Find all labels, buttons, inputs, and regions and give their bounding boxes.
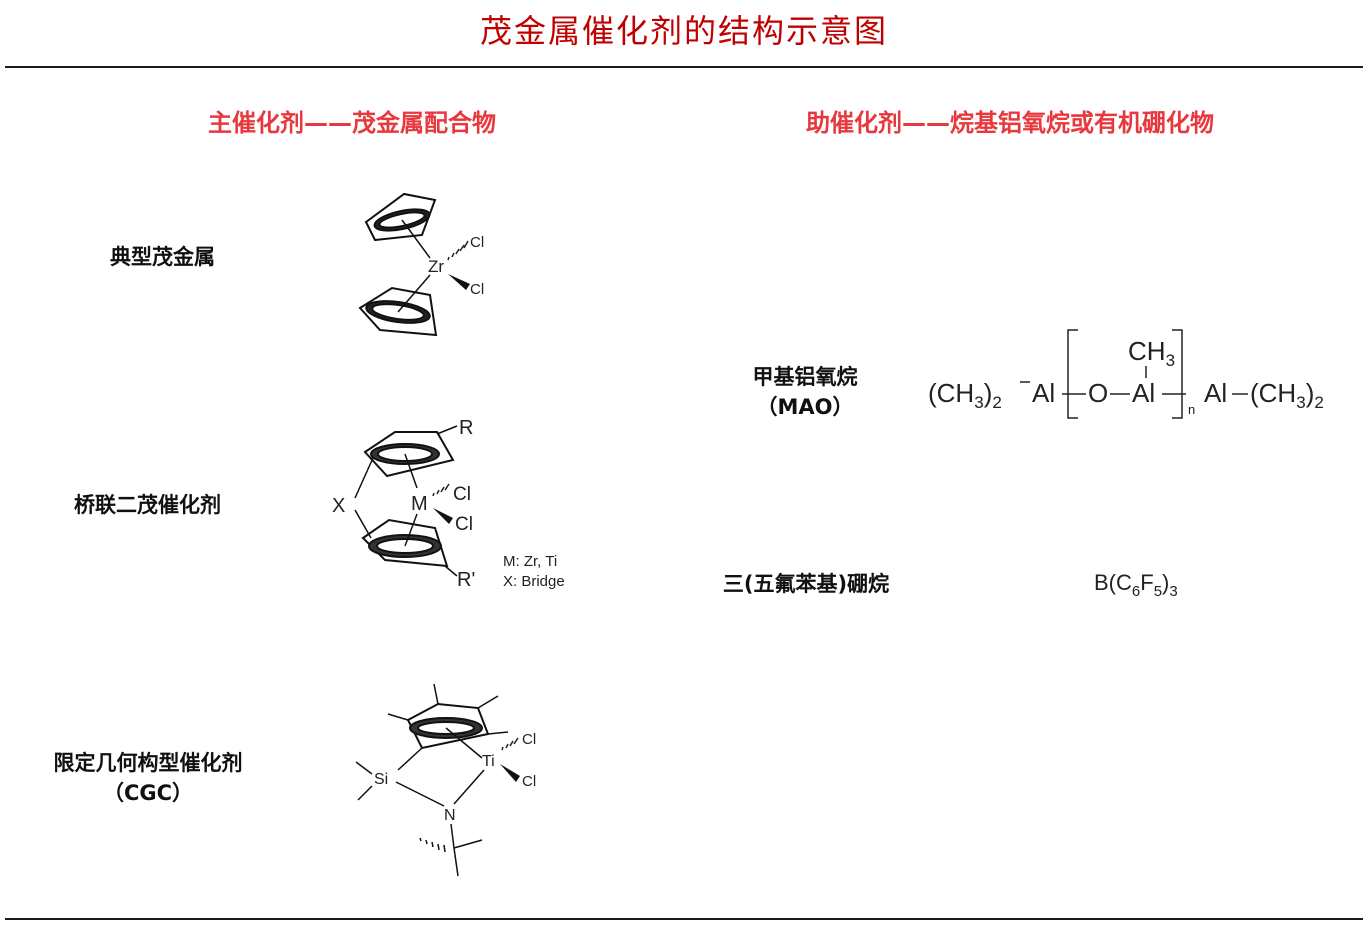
cgc-label: 限定几何构型催化剂 （CGC）: [36, 748, 260, 808]
cl-atom-upper: Cl: [453, 484, 471, 505]
mao-left-group: (CH3)2: [928, 378, 1002, 412]
mao-al-left: Al: [1032, 378, 1055, 408]
cl-atom-lower: Cl: [470, 281, 484, 298]
wedge-bond: [500, 764, 520, 782]
mao-label: 甲基铝氧烷 （MAO）: [730, 362, 880, 422]
mao-repeat-n: n: [1188, 402, 1195, 417]
zirconocene-structure: Zr Cl Cl: [358, 192, 484, 337]
mao-label-line1: 甲基铝氧烷: [752, 365, 858, 389]
mao-label-line2: （MAO）: [756, 395, 854, 419]
mao-methyl: CH3: [1128, 336, 1175, 370]
substituent-r: R: [459, 417, 473, 439]
upper-cp-ring: [363, 431, 455, 478]
borane-label: 三(五氟苯基)硼烷: [722, 572, 890, 596]
bridged-metallocene-structure: X M R R' Cl Cl M: Zr, Ti X: Bridge: [332, 417, 565, 591]
cgc-structure: Si Ti Cl Cl N: [355, 683, 536, 877]
metal-atom: M: [411, 493, 428, 515]
cl-atom-lower: Cl: [522, 773, 536, 790]
si-atom: Si: [374, 771, 388, 788]
ring-methyls: [387, 683, 509, 735]
upper-cp-ring: [364, 192, 437, 242]
cl-atom-upper: Cl: [470, 234, 484, 251]
bottom-divider: [5, 918, 1363, 920]
wedge-bond: [448, 274, 470, 290]
cl-atom-upper: Cl: [522, 731, 536, 748]
metal-note: M: Zr, Ti: [503, 553, 557, 570]
hashed-bond: [501, 737, 519, 751]
page-title: 茂金属催化剂的结构示意图: [479, 12, 888, 50]
substituent-r-prime: R': [457, 569, 475, 591]
bridged-metallocene-label: 桥联二茂催化剂: [74, 493, 221, 517]
borane-formula: B(C6F5)3: [1094, 570, 1178, 600]
mao-al-center: Al: [1132, 378, 1155, 408]
mao-structure: (CH3)2 Al O Al CH3 n Al (CH3)2: [928, 329, 1324, 419]
wedge-bond: [433, 508, 453, 524]
mao-bonds: [1020, 329, 1248, 419]
left-bracket: [1067, 329, 1078, 419]
mao-oxygen: O: [1088, 378, 1108, 408]
ti-atom: Ti: [482, 753, 495, 770]
hashed-bond: [447, 240, 469, 261]
mao-al-right: Al: [1204, 378, 1227, 408]
bridge-note: X: Bridge: [503, 573, 565, 590]
borane-structure: B(C6F5)3: [1094, 570, 1178, 600]
cgc-label-line1: 限定几何构型催化剂: [53, 751, 243, 775]
mao-right-group: (CH3)2: [1250, 378, 1324, 412]
top-divider: [5, 66, 1363, 68]
right-bracket: [1172, 329, 1183, 419]
n-atom: N: [444, 807, 456, 824]
tbutyl-group: [419, 837, 483, 877]
main-catalyst-heading: 主催化剂——茂金属配合物: [208, 109, 496, 137]
cp-ring: [406, 702, 490, 750]
cl-atom-lower: Cl: [455, 514, 473, 535]
hashed-bond: [432, 483, 450, 497]
lower-cp-ring: [361, 518, 449, 568]
cgc-label-line2: （CGC）: [102, 781, 194, 805]
cocatalyst-heading: 助催化剂——烷基铝氧烷或有机硼化物: [806, 109, 1214, 137]
bridge-atom: X: [332, 495, 345, 517]
typical-metallocene-label: 典型茂金属: [110, 245, 215, 269]
zr-atom: Zr: [428, 257, 444, 276]
